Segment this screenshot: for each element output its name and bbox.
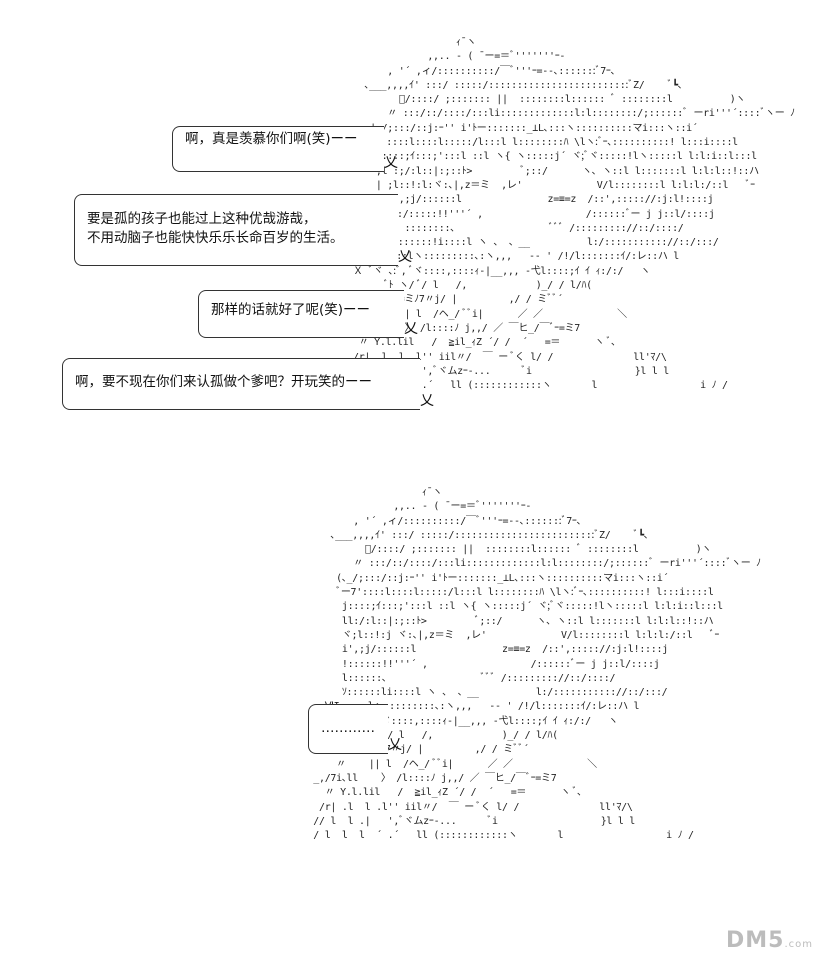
speech-text: 不用动脑子也能快快乐乐长命百岁的生活。 [87,230,344,246]
speech-bubble-3: 那样的话就好了呢(笑)ーー 乂 [198,290,418,338]
ascii-art-character-top: ｨ¯ヽ ,,.. - ( ¯ー=＝ﾞ'''''''ｰ- , '´ ,ィ/::::… [347,37,795,392]
speech-text: 啊，要不现在你们来认孤做个爹吧？开玩笑的ーー [75,374,372,390]
bubble-tail-icon: 乂 [420,393,434,409]
dm5-watermark-logo: DM5.com [726,928,813,953]
speech-text: ………… [321,720,375,736]
ascii-art-character-bottom: ｨ¯ヽ ,,.. - ( ¯ー=＝ﾞ'''''''ｰ- , '´ ,ィ/::::… [313,487,761,842]
speech-text: 那样的话就好了呢(笑)ーー [211,302,371,318]
watermark-sub: .com [784,939,814,950]
speech-text: 啊，真是羡慕你们啊(笑)ーー [185,131,358,147]
speech-bubble-1: 啊，真是羡慕你们啊(笑)ーー 乂 [172,126,398,172]
bubble-tail-icon: 乂 [384,155,398,171]
bubble-tail-icon: 乂 [388,737,402,753]
speech-bubble-5: ………… 乂 [308,704,402,754]
speech-bubble-4: 啊，要不现在你们来认孤做个爹吧？开玩笑的ーー 乂 [62,358,434,410]
watermark-main: DM5 [726,928,785,953]
bubble-tail-icon: 乂 [398,249,412,265]
speech-text: 要是孤的孩子也能过上这种优哉游哉， [87,211,317,227]
speech-bubble-2: 要是孤的孩子也能过上这种优哉游哉， 不用动脑子也能快快乐乐长命百岁的生活。 乂 [74,194,412,266]
bubble-tail-icon: 乂 [404,321,418,337]
